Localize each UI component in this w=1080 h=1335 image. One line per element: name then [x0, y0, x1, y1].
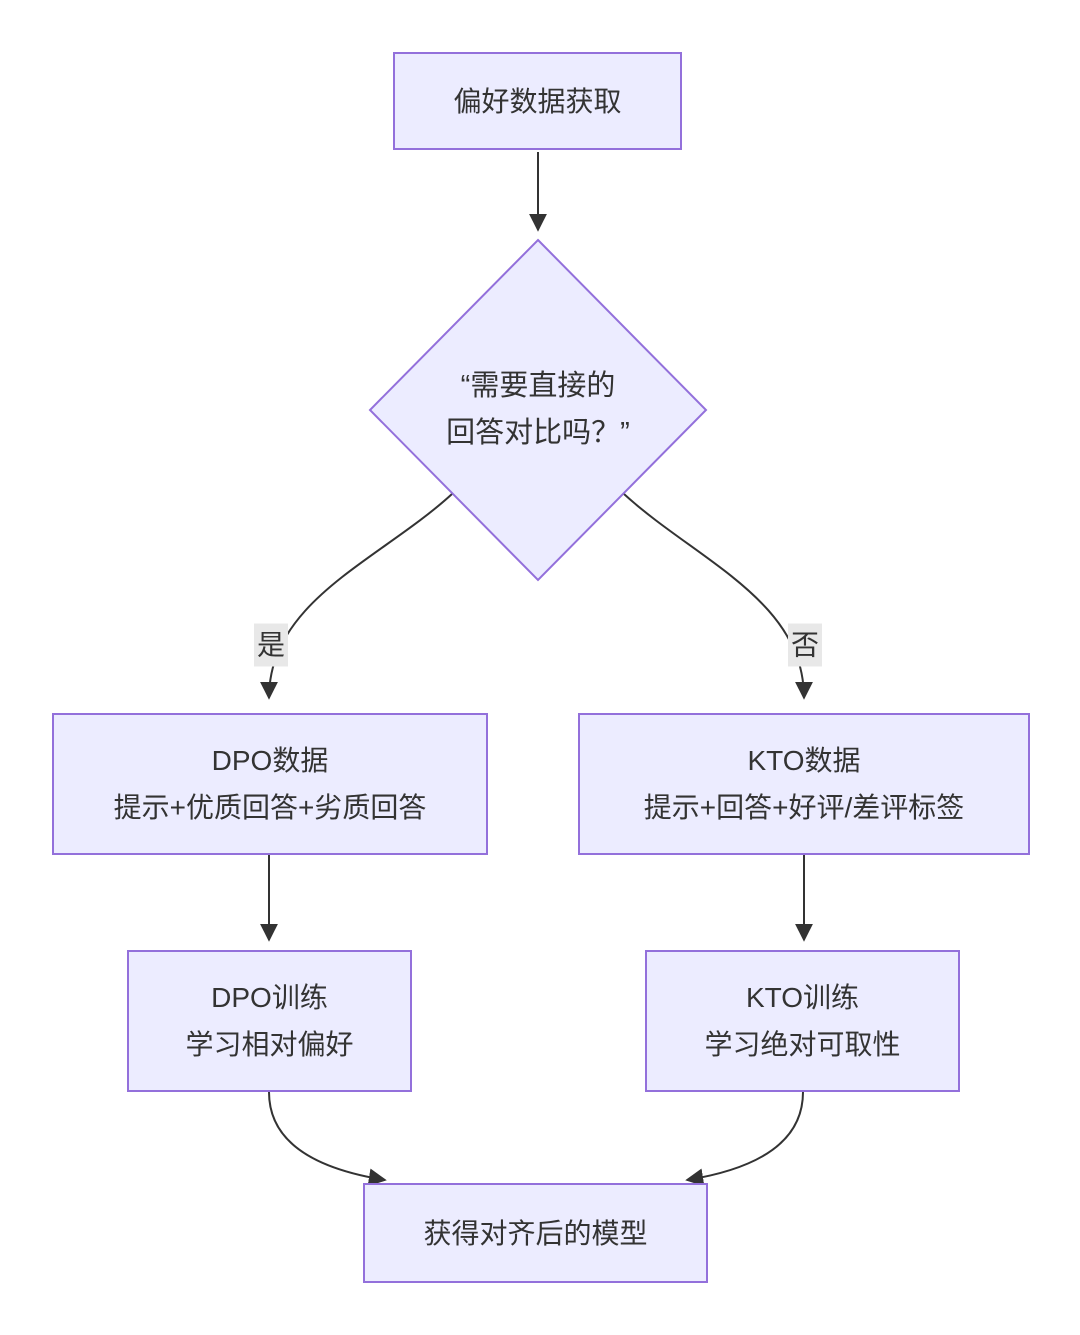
node-line: DPO训练 [211, 982, 328, 1013]
node-line: 回答对比吗？” [446, 417, 630, 449]
edge-decision-to-dpo-data [260, 493, 453, 700]
node-line: KTO数据 [747, 745, 861, 776]
node-kto-train: KTO训练 学习绝对可取性 [645, 950, 960, 1092]
edge-decision-to-kto-data [623, 493, 813, 700]
node-dpo-train: DPO训练 学习相对偏好 [127, 950, 412, 1092]
edge-dpo-train-to-end [268, 1091, 387, 1187]
node-kto-data: KTO数据 提示+回答+好评/差评标签 [578, 713, 1030, 855]
node-line: 学习绝对可取性 [704, 1029, 901, 1060]
node-line: 提示+回答+好评/差评标签 [643, 792, 965, 823]
node-line: KTO训练 [745, 982, 860, 1013]
node-line: 提示+优质回答+劣质回答 [113, 792, 427, 823]
node-line: DPO数据 [211, 745, 329, 776]
decision-diamond-shape [368, 238, 708, 582]
node-dpo-data: DPO数据 提示+优质回答+劣质回答 [52, 713, 488, 855]
node-preference-data: 偏好数据获取 [393, 52, 682, 150]
edge-label-yes: 是 [253, 623, 289, 667]
node-line: 获得对齐后的模型 [423, 1217, 648, 1249]
node-line: “需要直接的 [460, 370, 616, 402]
edge-kto-train-to-end [685, 1091, 804, 1187]
node-line: 偏好数据获取 [453, 85, 622, 117]
node-line: 学习相对偏好 [185, 1029, 354, 1060]
edge-label-no: 否 [787, 623, 823, 667]
node-decision-text: “需要直接的 回答对比吗？” [388, 363, 688, 457]
node-aligned-model: 获得对齐后的模型 [363, 1183, 708, 1283]
